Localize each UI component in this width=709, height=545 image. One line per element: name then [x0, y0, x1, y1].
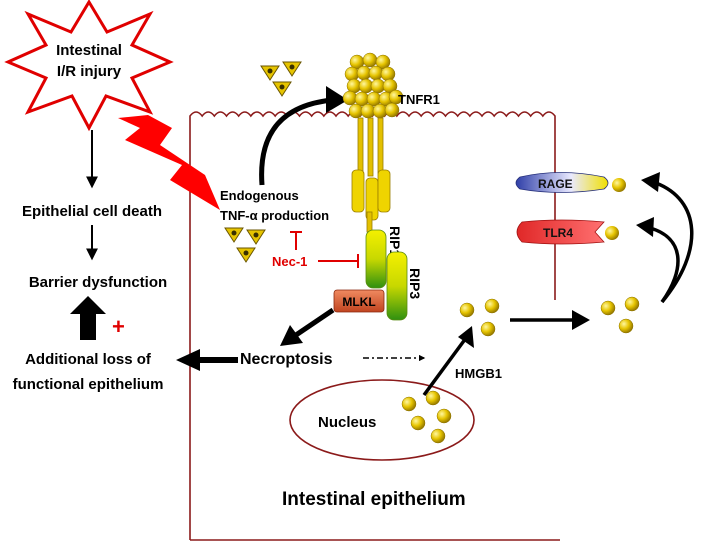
- tlr4-receptor: [516, 219, 605, 245]
- mlkl-protein: [333, 289, 385, 313]
- tnf-trimers-intracellular: [224, 227, 266, 263]
- tnf-trimer-core: [279, 84, 285, 90]
- rip3-protein: [386, 251, 408, 321]
- receptor-ligand-ball: [362, 52, 378, 68]
- lightning-bolt-icon: [118, 115, 220, 210]
- injury-label-line1: Intestinal: [56, 42, 122, 59]
- nucleus-label: Nucleus: [318, 414, 376, 431]
- cell-membrane: [189, 111, 560, 541]
- tnfr1-receptor: [342, 52, 404, 233]
- hmgb1-nuclear: [401, 390, 452, 444]
- rip3-label: RIP3: [407, 268, 423, 299]
- tlr4-bound-hmgb1: [605, 226, 619, 240]
- nec1-label: Nec-1: [272, 254, 307, 269]
- hmgb1-cytoplasmic: [459, 298, 500, 337]
- injury-label-line2: I/R injury: [57, 63, 122, 80]
- nucleus: [289, 379, 475, 461]
- hmgb1-molecule: [480, 321, 496, 337]
- thick-left-arrow: [176, 349, 238, 371]
- tnf-trimer-core: [267, 68, 273, 74]
- rage-receptor: [515, 172, 609, 193]
- additional-loss-line2: functional epithelium: [13, 376, 164, 393]
- mlkl-label: MLKL: [342, 295, 375, 309]
- injury-starburst: [4, 0, 174, 132]
- hmgb1-molecule: [410, 415, 426, 431]
- necroptosis-label: Necroptosis: [240, 351, 333, 368]
- rip1-label: RIP1: [387, 226, 403, 257]
- hmgb1-molecule: [618, 318, 634, 334]
- rage-label: RAGE: [538, 177, 573, 191]
- hmgb1-molecule: [484, 298, 500, 314]
- receptor-ligand-cluster: [342, 52, 404, 119]
- curved-arrow-to-tlr4: [649, 226, 680, 304]
- receptor-ligand-ball: [384, 102, 400, 118]
- curved-arrow-tlr4-head: [636, 217, 654, 237]
- hmgb1-label: HMGB1: [455, 366, 502, 381]
- plus-sign: +: [112, 314, 125, 339]
- additional-loss-line1: Additional loss of: [25, 351, 152, 368]
- tnf-trimer-core: [289, 64, 295, 70]
- arrow-hmgb1-export-head: [572, 310, 590, 330]
- tnf-trimers-extracellular: [260, 61, 302, 97]
- arrow-hmgb1-release: [422, 336, 468, 397]
- cell-death-label: Epithelial cell death: [22, 203, 162, 220]
- thick-up-arrow: [70, 296, 106, 340]
- rage-bound-hmgb1: [612, 178, 626, 192]
- hmgb1-molecule: [425, 390, 441, 406]
- curved-arrow-tnf-to-receptor: [259, 97, 333, 186]
- epithelium-label: Intestinal epithelium: [282, 489, 466, 510]
- tnf-trimer-core: [243, 250, 249, 256]
- arrow-mlkl-head: [280, 325, 303, 346]
- tnf-trimer-core: [231, 230, 237, 236]
- hmgb1-molecule: [401, 396, 417, 412]
- hmgb1-molecule: [430, 428, 446, 444]
- tnf-trimer-core: [253, 232, 259, 238]
- hmgb1-extracellular: [600, 296, 640, 334]
- receptor-ligand-ball: [380, 66, 396, 82]
- hmgb1-molecule: [624, 296, 640, 312]
- hmgb1-molecule: [436, 408, 452, 424]
- curved-arrow-rage-head: [641, 172, 660, 192]
- rip1-protein: [365, 229, 387, 289]
- tnf-production-line1: Endogenous: [220, 188, 299, 203]
- curved-arrow-head: [326, 86, 348, 113]
- hmgb1-molecule: [459, 302, 475, 318]
- barrier-label: Barrier dysfunction: [29, 274, 167, 291]
- tnfr1-label: TNFR1: [398, 92, 440, 107]
- arrow-mlkl-to-necroptosis: [294, 307, 335, 338]
- tnf-production-line2: TNF-α production: [220, 208, 329, 223]
- tlr4-label: TLR4: [543, 226, 573, 240]
- hmgb1-molecule: [600, 300, 616, 316]
- arrow-hmgb1-release-head: [458, 326, 474, 348]
- curved-arrow-to-rage: [655, 181, 694, 304]
